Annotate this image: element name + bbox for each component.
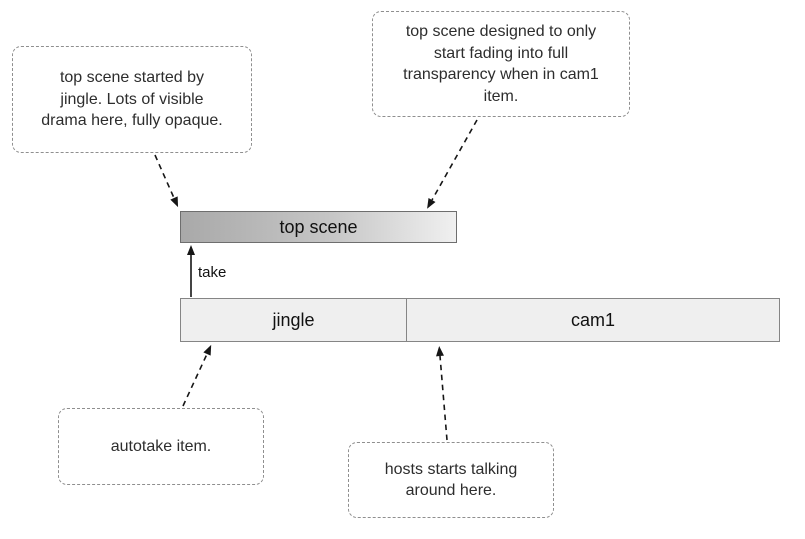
callout-top-scene-fade: top scene designed to only start fading … bbox=[372, 11, 630, 117]
top-scene-bar-label: top scene bbox=[279, 216, 358, 237]
jingle-segment-label: jingle bbox=[272, 309, 315, 330]
callout-arrow-autotake-icon bbox=[182, 344, 212, 407]
cam1-segment-label: cam1 bbox=[570, 309, 615, 330]
callout-autotake-item: autotake item. bbox=[58, 408, 264, 485]
callout-arrow-top-left-icon bbox=[154, 154, 179, 208]
top-scene-bar: top scene bbox=[180, 211, 457, 243]
callout-arrow-hosts-icon bbox=[436, 346, 448, 441]
timeline-segment-cam1: cam1 bbox=[407, 299, 779, 341]
bottom-timeline-bar: jingle cam1 bbox=[180, 298, 780, 342]
callout-hosts-talking: hosts starts talking around here. bbox=[348, 442, 554, 518]
callout-arrow-top-center-icon bbox=[427, 119, 478, 209]
timeline-segment-jingle: jingle bbox=[181, 299, 407, 341]
callout-top-scene-start: top scene started by jingle. Lots of vis… bbox=[12, 46, 252, 153]
take-arrow-label: take bbox=[198, 264, 227, 281]
